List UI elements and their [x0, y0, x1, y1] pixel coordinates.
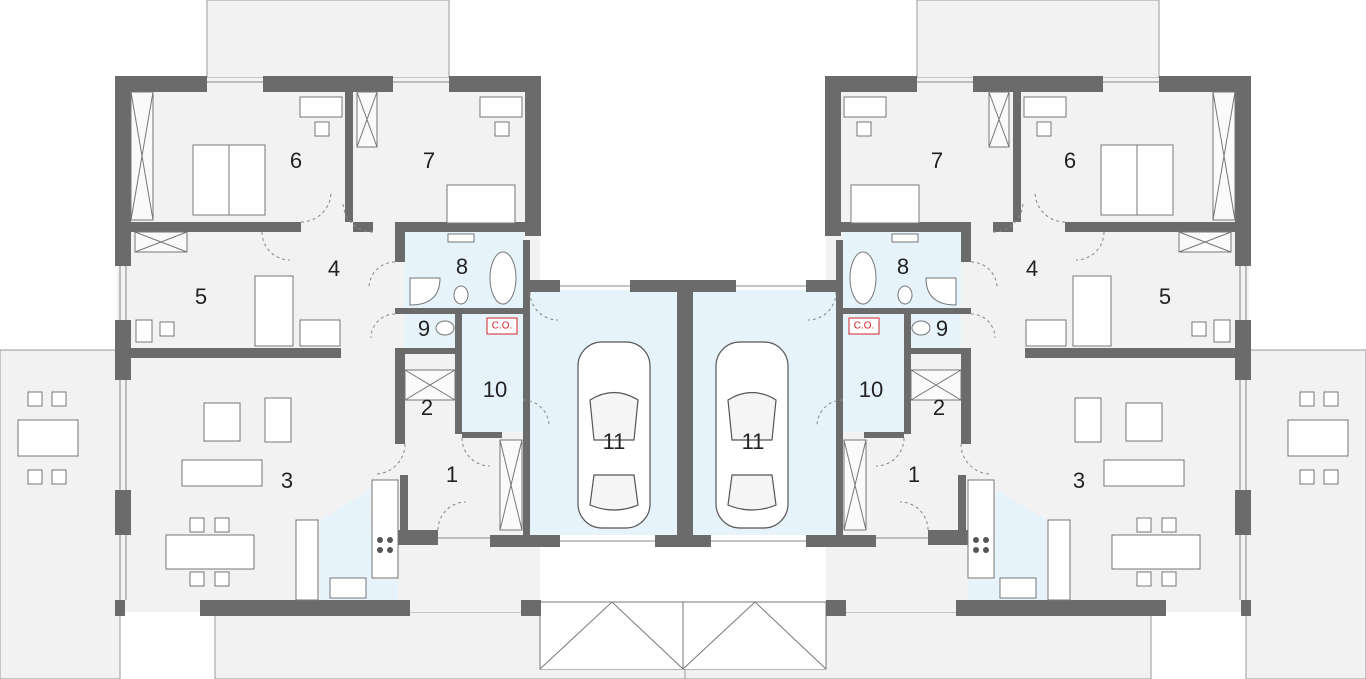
- room-number-1-left: 1: [446, 462, 458, 487]
- room-number-6-right: 6: [1064, 148, 1076, 173]
- car-icon: [577, 341, 651, 529]
- room-number-4-right: 4: [1026, 256, 1038, 281]
- room-number-9-right: 9: [936, 316, 948, 341]
- unit-right: [684, 0, 1366, 679]
- room-number-1-right: 1: [908, 462, 920, 487]
- room-number-6-left: 6: [290, 148, 302, 173]
- room-number-11-right: 11: [742, 429, 765, 454]
- room-number-7-right: 7: [931, 148, 943, 173]
- boiler-label-right: C.O.: [854, 321, 875, 332]
- boiler-box: [486, 317, 518, 335]
- room-number-2-left: 2: [421, 395, 433, 420]
- room-number-5-right: 5: [1159, 284, 1171, 309]
- room-number-3-left: 3: [281, 468, 293, 493]
- room-number-3-right: 3: [1073, 468, 1085, 493]
- garage-gates: [539, 601, 827, 670]
- kitchen-floor: [320, 490, 398, 600]
- room-number-11-left: 11: [603, 429, 626, 454]
- room-number-8-left: 8: [456, 254, 468, 279]
- room-number-2-right: 2: [933, 395, 945, 420]
- room-number-5-left: 5: [195, 284, 207, 309]
- room-number-10-left: 10: [483, 377, 507, 402]
- terrace-top: [206, 0, 450, 79]
- room-number-7-left: 7: [423, 148, 435, 173]
- room-number-8-right: 8: [897, 254, 909, 279]
- boiler-label-left: C.O.: [492, 321, 513, 332]
- room-number-10-right: 10: [859, 377, 883, 402]
- room-number-9-left: 9: [418, 316, 430, 341]
- room-number-4-left: 4: [328, 256, 340, 281]
